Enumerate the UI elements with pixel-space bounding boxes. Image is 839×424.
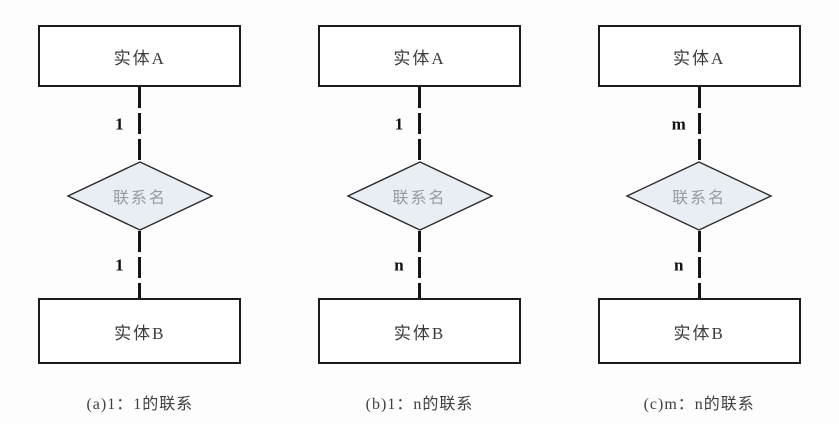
diamond-shape-icon [345, 161, 494, 231]
diagram-column-a: 实体A 1 联系名 1 实体B (a)1：1的联系 [0, 25, 280, 424]
entity-box-b: 实体B [318, 298, 521, 364]
figure-caption-a: (a)1：1的联系 [86, 396, 194, 413]
diagram-column-c: 实体A m 联系名 n 实体B (c)m：n的联系 [559, 25, 839, 424]
relationship-diamond: 联系名 [66, 161, 214, 231]
cardinality-label-top: 1 [394, 114, 404, 134]
cardinality-label-bottom: n [673, 255, 684, 274]
diamond-shape-icon [625, 161, 773, 231]
cardinality-label-bottom: 1 [115, 255, 124, 274]
entity-b-label: 实体B [673, 323, 725, 343]
entity-box-a: 实体A [597, 25, 801, 87]
cardinality-label-top: 1 [115, 114, 124, 134]
connector-line-bottom: n [394, 231, 421, 298]
connector-line-bottom: 1 [115, 231, 142, 298]
cardinality-label-top: m [671, 114, 686, 134]
entity-box-a: 实体A [38, 25, 242, 87]
entity-a-label: 实体A [673, 48, 726, 68]
relationship-diamond: 联系名 [345, 161, 494, 231]
connector-line-top: 1 [115, 87, 142, 161]
connector-line-bottom: n [674, 231, 701, 298]
figure-caption-c: (c)m：n的联系 [643, 396, 755, 413]
relationship-diamond: 联系名 [625, 161, 773, 231]
entity-box-b: 实体B [597, 298, 801, 364]
diagram-column-b: 实体A 1 联系名 n 实体B (b)1：n的联系 [280, 25, 560, 424]
diamond-shape-icon [66, 161, 214, 231]
entity-b-label: 实体B [114, 323, 166, 343]
entity-a-label: 实体A [393, 48, 446, 68]
connector-line-top: m [672, 87, 701, 161]
cardinality-label-bottom: n [394, 255, 404, 274]
entity-box-b: 实体B [38, 298, 242, 364]
connector-line-top: 1 [395, 87, 421, 161]
entity-a-label: 实体A [113, 48, 166, 68]
entity-b-label: 实体B [393, 323, 446, 343]
figure-caption-b: (b)1：n的联系 [365, 396, 474, 413]
entity-box-a: 实体A [318, 25, 521, 87]
